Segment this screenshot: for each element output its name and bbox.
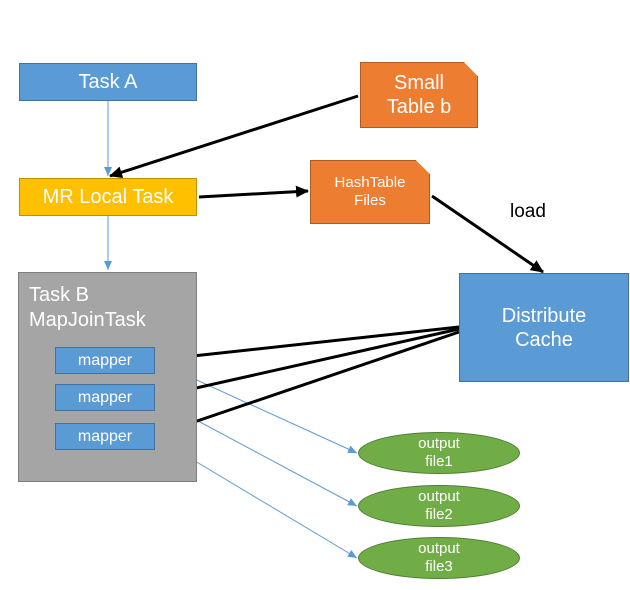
task-b-container: Task B MapJoinTask (18, 272, 197, 482)
mr-local-task-box: MR Local Task (19, 178, 197, 216)
mapper-label: mapper (77, 427, 133, 445)
task-a-box: Task A (19, 63, 197, 101)
mapper-box-3: mapper (55, 423, 155, 450)
task-a-label: Task A (78, 71, 138, 93)
mapper-box-1: mapper (55, 347, 155, 374)
output-file1-oval: output file1 (358, 432, 520, 474)
edge-smalltable-to-mrlocal (109, 94, 359, 179)
output-file2-label: output file2 (418, 488, 460, 523)
output-file3-oval: output file3 (358, 537, 520, 579)
distribute-cache-label: Distribute Cache (501, 304, 587, 351)
mr-local-task-label: MR Local Task (42, 186, 174, 208)
output-file3-label: output file3 (418, 540, 460, 575)
load-edge-label: load (510, 201, 546, 222)
edge-cache-to-mapper2 (155, 327, 460, 401)
output-file1-label: output file1 (418, 435, 460, 470)
small-table-label: Small Table b (386, 72, 452, 118)
distribute-cache-box: Distribute Cache (459, 273, 629, 382)
mapper-box-2: mapper (55, 384, 155, 411)
edge-mrlocal-to-hashtable (198, 185, 309, 199)
hashtable-files-doc: HashTable Files (310, 160, 430, 224)
mapper-label: mapper (77, 351, 133, 369)
task-b-label: Task B MapJoinTask (29, 284, 146, 331)
output-file2-oval: output file2 (358, 485, 520, 527)
hashtable-files-label: HashTable Files (334, 174, 406, 209)
edge-cache-to-mapper1 (155, 325, 460, 365)
edge-cache-to-mapper3 (155, 330, 460, 437)
mapper-label: mapper (77, 388, 133, 406)
small-table-doc: Small Table b (360, 62, 478, 128)
edge-hashtable-to-cache (431, 194, 544, 274)
